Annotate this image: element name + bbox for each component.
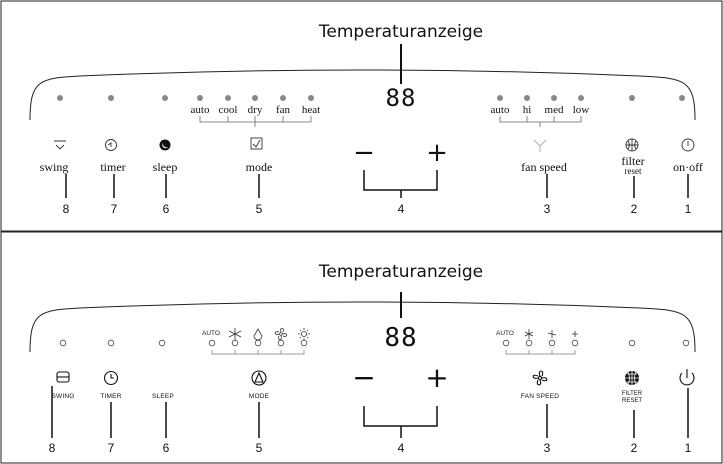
top-callout-1: 1 bbox=[684, 202, 692, 216]
filter-icon-grid bbox=[625, 371, 639, 385]
moon-icon bbox=[155, 371, 168, 385]
bottom-swing-button[interactable]: SWING bbox=[51, 393, 75, 400]
top-mode-fan: fan bbox=[275, 104, 291, 116]
bottom-temp-display: 88 bbox=[384, 323, 418, 353]
top-callout-8: 8 bbox=[62, 202, 70, 216]
bottom-plus-button[interactable]: + bbox=[425, 361, 449, 394]
bottom-timer-button[interactable]: TIMER bbox=[100, 393, 122, 400]
top-mode-button[interactable]: mode bbox=[245, 160, 273, 174]
power-icon bbox=[679, 369, 695, 386]
bottom-callout-8: 8 bbox=[48, 441, 56, 455]
fan-icon bbox=[274, 327, 288, 341]
bottom-callout-2: 2 bbox=[630, 441, 638, 455]
top-power-button[interactable]: on·off bbox=[673, 160, 703, 174]
bottom-callout-5: 5 bbox=[255, 441, 263, 455]
top-speed-low: low bbox=[572, 104, 590, 116]
bottom-fan-speed-button[interactable]: FAN SPEED bbox=[520, 393, 560, 400]
mode-icon-check bbox=[252, 139, 261, 148]
bottom-callout-3: 3 bbox=[543, 441, 551, 455]
top-mode-heat: heat bbox=[301, 104, 321, 116]
timer-icon bbox=[105, 139, 117, 151]
bottom-temp-bracket bbox=[363, 406, 438, 427]
top-sleep-button[interactable]: sleep bbox=[152, 160, 178, 174]
fan-med-icon bbox=[547, 330, 557, 338]
top-mode-cool: cool bbox=[218, 104, 238, 116]
top-speed-auto: auto bbox=[490, 104, 510, 116]
top-mode-bracket bbox=[199, 116, 312, 127]
top-swing-button[interactable]: swing bbox=[39, 160, 69, 174]
bottom-mode-bracket bbox=[211, 350, 305, 355]
top-mode-dry: dry bbox=[247, 104, 263, 116]
sun-icon bbox=[298, 328, 310, 340]
bottom-mode-button[interactable]: MODE bbox=[248, 393, 270, 400]
bottom-mode-auto: AUTO bbox=[202, 330, 220, 337]
top-callout-5: 5 bbox=[255, 202, 263, 216]
top-callout-2: 2 bbox=[630, 202, 638, 216]
sleep-icon-moon bbox=[162, 143, 168, 149]
top-temp-display: 88 bbox=[385, 84, 417, 112]
top-timer-button[interactable]: timer bbox=[100, 160, 126, 174]
top-speed-bracket bbox=[499, 116, 582, 127]
top-temp-bracket bbox=[363, 170, 438, 191]
bottom-filter-button[interactable]: FILTER bbox=[621, 391, 643, 397]
fan-speed-icon bbox=[532, 370, 548, 386]
mode-icon bbox=[251, 370, 267, 386]
bottom-sleep-button[interactable]: SLEEP bbox=[152, 393, 174, 400]
top-filter-button[interactable]: filter bbox=[621, 154, 645, 168]
power-icon bbox=[681, 138, 695, 152]
bottom-callout-7: 7 bbox=[107, 441, 115, 455]
top-pointers bbox=[65, 174, 689, 198]
top-plus-button[interactable]: + bbox=[426, 138, 448, 168]
fan-speed-icon bbox=[533, 139, 547, 152]
swing-icon bbox=[54, 140, 66, 150]
bottom-minus-button[interactable]: − bbox=[352, 361, 376, 394]
fan-low-icon bbox=[572, 331, 578, 337]
filter-icon-grid bbox=[626, 139, 638, 151]
fan-high-icon bbox=[524, 329, 534, 339]
top-fan-speed-button[interactable]: fan speed bbox=[521, 160, 567, 174]
top-callout-4: 4 bbox=[397, 202, 405, 216]
sleep-icon bbox=[159, 139, 171, 151]
top-callout-6: 6 bbox=[162, 202, 170, 216]
bottom-callout-6: 6 bbox=[162, 441, 170, 455]
bottom-pointers bbox=[51, 386, 689, 438]
top-callout-7: 7 bbox=[110, 202, 118, 216]
top-filter-reset-label: reset bbox=[624, 166, 642, 176]
bottom-speed-auto: AUTO bbox=[496, 330, 514, 337]
timer-icon bbox=[103, 370, 119, 386]
snowflake-icon bbox=[228, 328, 242, 340]
bottom-title: Temperaturanzeige bbox=[318, 262, 484, 282]
bottom-leds bbox=[59, 339, 690, 347]
top-minus-button[interactable]: − bbox=[353, 138, 375, 168]
bottom-callout-1: 1 bbox=[684, 441, 692, 455]
swing-icon bbox=[56, 371, 70, 383]
top-frame bbox=[0, 0, 723, 232]
top-speed-med: med bbox=[544, 104, 564, 116]
bottom-frame bbox=[0, 231, 723, 464]
top-callout-3: 3 bbox=[543, 202, 551, 216]
timer-icon-hand bbox=[107, 142, 112, 147]
drop-icon bbox=[253, 328, 263, 341]
top-leds bbox=[57, 95, 685, 101]
bottom-callout-4: 4 bbox=[397, 441, 405, 455]
top-title: Temperaturanzeige bbox=[318, 22, 484, 42]
mode-icon bbox=[250, 137, 263, 150]
bottom-filter-reset-label: RESET bbox=[621, 398, 643, 404]
top-mode-auto: auto bbox=[190, 104, 210, 116]
bottom-panel-outline bbox=[29, 301, 696, 353]
bottom-speed-bracket bbox=[505, 350, 576, 355]
top-panel-outline bbox=[29, 69, 696, 121]
top-speed-hi: hi bbox=[522, 104, 532, 116]
